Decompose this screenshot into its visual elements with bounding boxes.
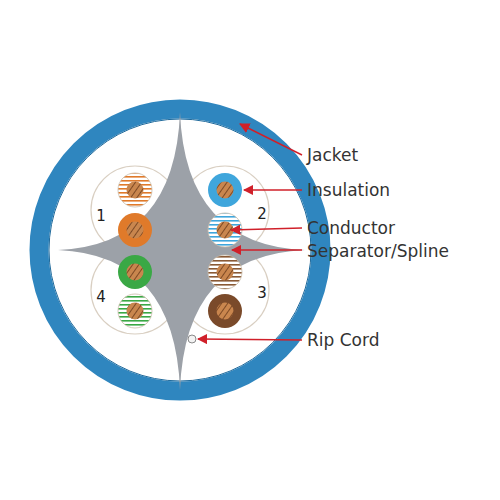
part-label: Conductor xyxy=(307,219,395,238)
callout-number: 1 xyxy=(96,209,106,224)
callout-number: 2 xyxy=(257,207,267,222)
part-label: Insulation xyxy=(307,181,390,200)
leader-lines xyxy=(198,124,302,340)
part-label: Rip Cord xyxy=(307,331,379,350)
pair-2 xyxy=(208,173,242,247)
callout-number: 4 xyxy=(96,290,106,305)
part-label: Separator/Spline xyxy=(307,242,449,261)
pair-1 xyxy=(118,173,152,247)
separator-spline xyxy=(58,112,305,390)
part-label: Jacket xyxy=(307,146,358,165)
jacket xyxy=(39,109,321,391)
pair-3 xyxy=(208,255,242,328)
rip-cord xyxy=(188,335,196,343)
pair-4 xyxy=(118,255,152,328)
callout-number: 3 xyxy=(257,286,267,301)
